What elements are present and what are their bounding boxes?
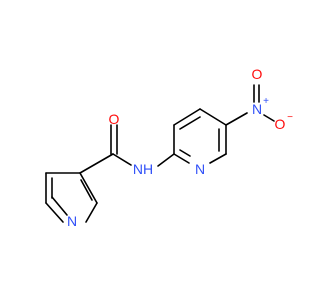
molecule-structure: O NH N N N + O O − [0,0,300,300]
nitro-oxygen-top-label: O [252,66,263,82]
bond-double-inner [179,149,191,157]
bond-double-inner [80,179,93,201]
bond [199,108,227,126]
right-pyridine-nitrogen-label: N [195,161,205,177]
left-pyridine-nitrogen-label: N [67,213,77,229]
nitro-nitrogen-label: N [252,101,262,117]
bond-double-inner [179,116,201,130]
nitro-nitrogen-charge: + [263,96,269,107]
bond [85,202,98,223]
bond [173,108,201,126]
amide-oxygen-label: O [109,111,120,127]
canvas-background [0,0,300,300]
nitro-group [225,84,275,126]
bond [112,153,132,166]
left-pyridine-ring [45,172,98,223]
right-pyridine-ring [173,108,227,164]
nitro-oxygen-right-charge: − [287,112,293,123]
bond-double-inner [51,196,68,216]
bond [209,153,227,164]
bond [157,153,175,167]
bond [45,202,64,223]
bond [225,112,248,126]
bond [79,172,98,204]
amide-linker [79,124,175,174]
bond [79,153,114,174]
amide-nh-label: NH [133,161,153,177]
bond [173,153,190,164]
nitro-oxygen-right-label: O [275,116,286,132]
bond [263,114,275,122]
